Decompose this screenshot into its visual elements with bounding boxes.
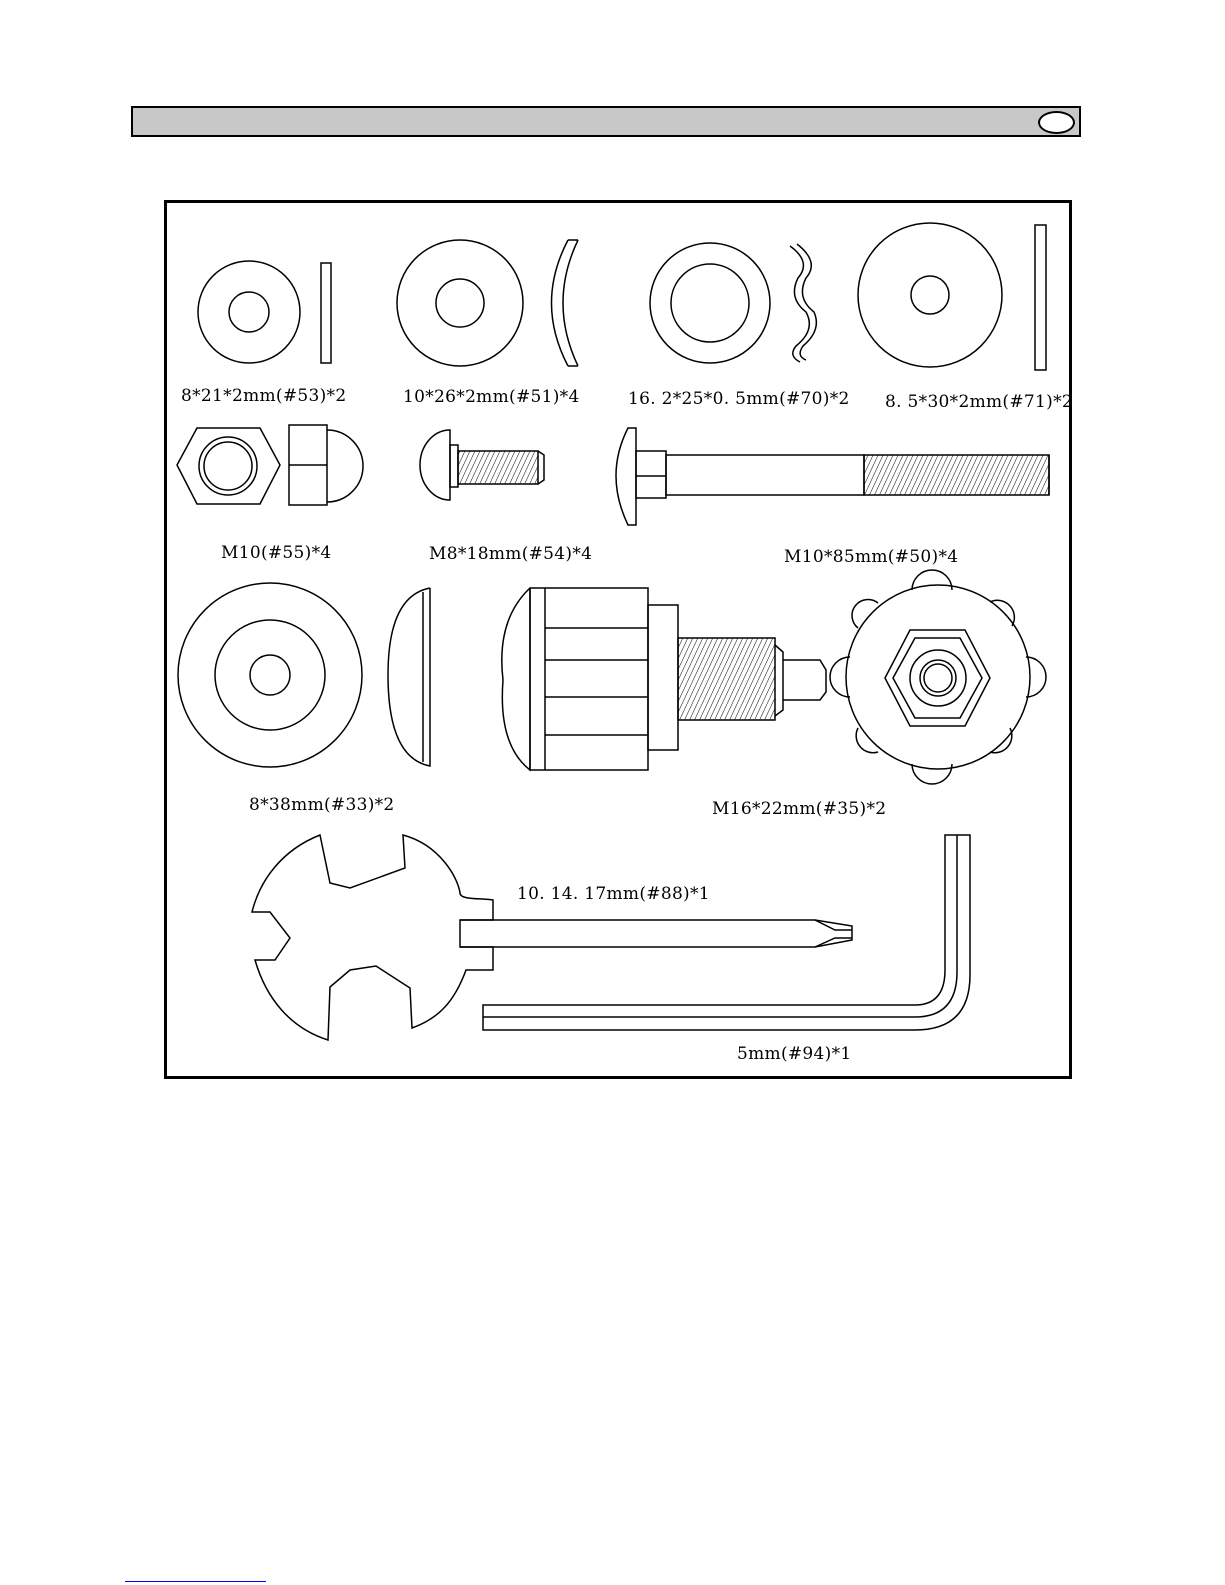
bolt-54-drawing (420, 430, 544, 500)
part-label: 5mm(#94)*1 (737, 1044, 852, 1064)
cap-washer-33-drawing (178, 583, 430, 767)
flat-washer-71-drawing (858, 223, 1046, 370)
wrench-88-drawing (252, 835, 852, 1040)
part-label: M10*85mm(#50)*4 (784, 547, 958, 567)
knob-35-drawing (502, 588, 826, 770)
washer-53-drawing (198, 261, 331, 363)
part-label: 8*21*2mm(#53)*2 (181, 386, 346, 406)
part-label: M10(#55)*4 (221, 543, 332, 563)
curved-washer-51-drawing (397, 240, 578, 366)
hex-key-94-drawing (483, 835, 970, 1030)
part-label: 16. 2*25*0. 5mm(#70)*2 (628, 389, 850, 409)
footer-rule (125, 1581, 266, 1582)
carriage-bolt-50-drawing (616, 428, 1049, 525)
knob-35-top-view-drawing (830, 570, 1046, 784)
part-label: M8*18mm(#54)*4 (429, 544, 592, 564)
part-label: 10*26*2mm(#51)*4 (403, 387, 580, 407)
part-label: 8*38mm(#33)*2 (249, 795, 395, 815)
part-label: 8. 5*30*2mm(#71)*2 (885, 392, 1073, 412)
part-label: 10. 14. 17mm(#88)*1 (517, 884, 710, 904)
dome-nut-55-drawing (177, 425, 363, 505)
wave-washer-70-drawing (650, 243, 816, 363)
part-label: M16*22mm(#35)*2 (712, 799, 886, 819)
